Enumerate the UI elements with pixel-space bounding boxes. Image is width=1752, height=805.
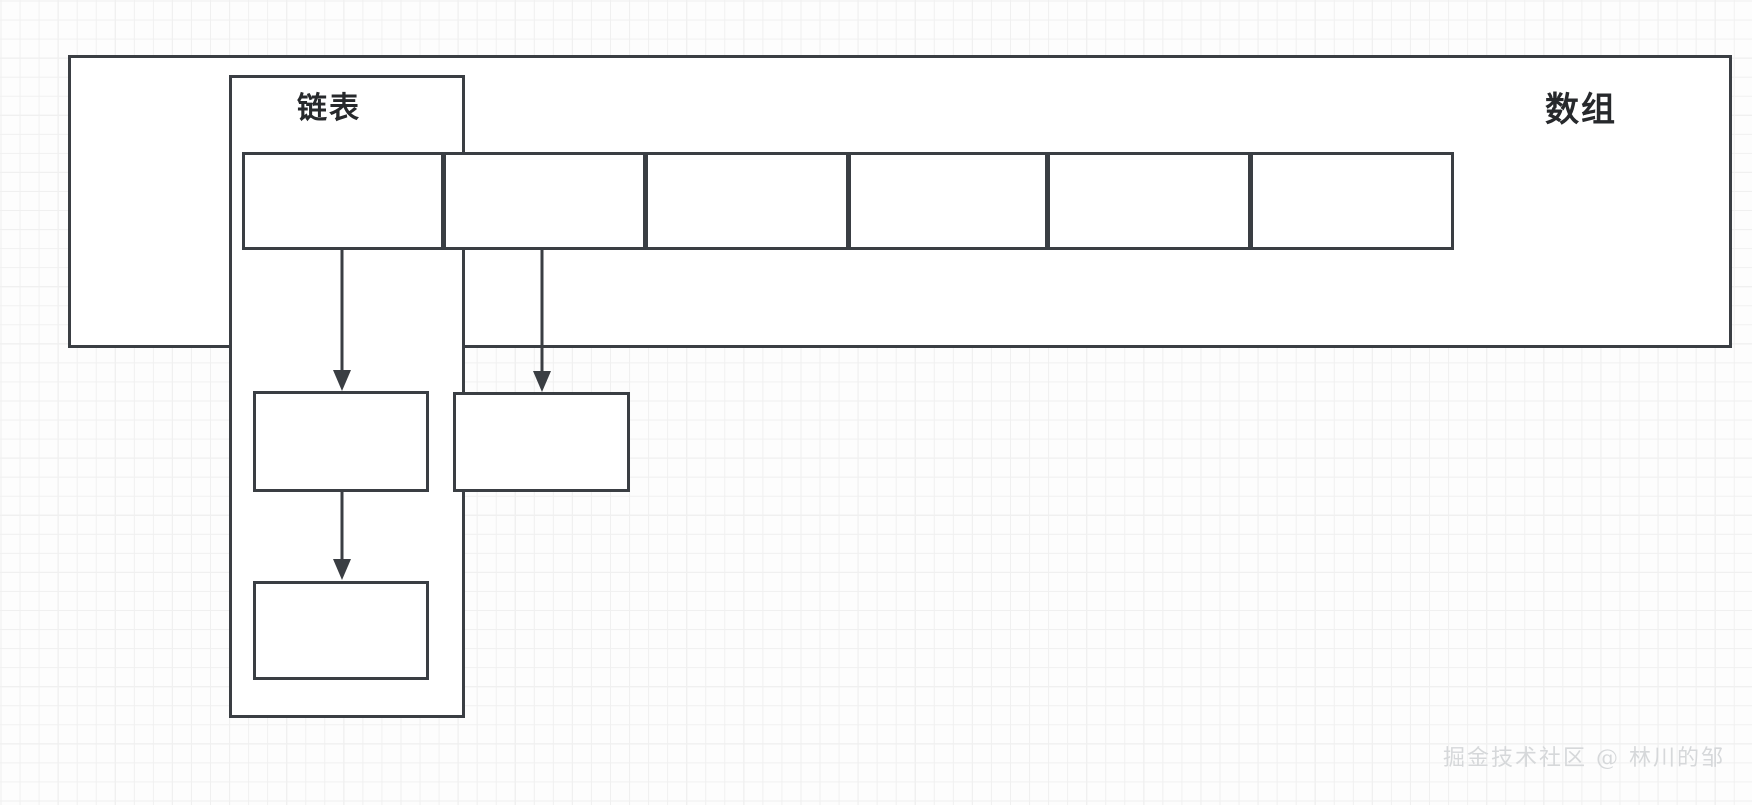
list-node-0-0[interactable] — [253, 391, 429, 492]
list-node-0-1[interactable] — [253, 581, 429, 680]
watermark-text: 掘金技术社区 @ 林川的邹 — [1443, 746, 1725, 771]
array-label: 数组 — [1545, 91, 1617, 129]
arrow-cell1-to-node10 — [533, 248, 551, 392]
array-cell-5[interactable] — [1250, 152, 1454, 250]
array-cell-1[interactable] — [443, 152, 646, 250]
arrow-node00-to-node01 — [333, 490, 351, 580]
array-cell-0[interactable] — [242, 152, 444, 250]
array-cell-4[interactable] — [1047, 152, 1251, 250]
array-cell-2[interactable] — [645, 152, 849, 250]
arrow-cell0-to-node00 — [333, 248, 351, 391]
array-cell-3[interactable] — [848, 152, 1048, 250]
list-node-1-0[interactable] — [453, 392, 630, 492]
linked-list-label: 链表 — [297, 92, 361, 125]
